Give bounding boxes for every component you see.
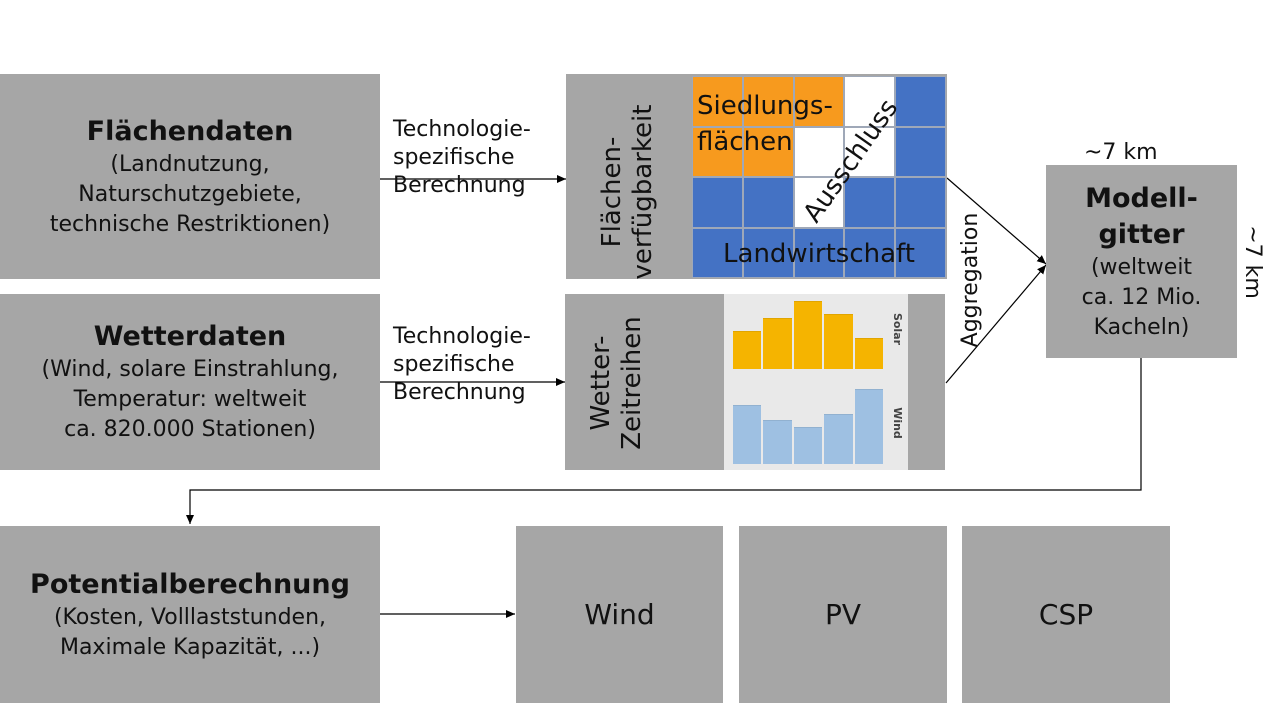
grid-cell [844, 76, 896, 127]
wind-bar [763, 419, 792, 464]
output-wind-label: Wind [584, 598, 655, 631]
vlabel-line: Flächen- [597, 136, 627, 248]
grid-cell [895, 177, 946, 228]
arrow-label-line: Berechnung [393, 380, 526, 405]
arrow-label-line: spezifische [393, 352, 515, 377]
modellgitter-box: Modell- gitter (weltweit ca. 12 Mio. Kac… [1046, 165, 1237, 358]
grid-cell [793, 76, 845, 127]
landwirtschaft-label: Landwirtschaft [723, 239, 915, 269]
solar-series-label: Solar [891, 312, 904, 346]
dim-side: ~7 km [1240, 225, 1265, 299]
flaechenverfuegbarkeit-label: Flächen- verfügbarkeit [597, 92, 661, 292]
output-wind-box: Wind [516, 526, 723, 703]
grid-cell [895, 126, 946, 177]
siedlung-label: Siedlungs- flächen [697, 88, 833, 160]
solar-bar [824, 314, 853, 369]
grid-cell [742, 76, 794, 127]
grid-cell [793, 227, 845, 278]
flaechendaten-title: Flächendaten [86, 115, 294, 147]
wind-bar [793, 426, 823, 464]
flaechendaten-line: Naturschutzgebiete, [78, 181, 302, 207]
dim-top: ~7 km [1084, 140, 1158, 165]
arrow-aggregation-bottom [945, 264, 1047, 384]
arrow-label-line: Berechnung [393, 173, 526, 198]
grid-cell [895, 76, 946, 127]
land-availability-grid [692, 76, 946, 278]
arrow-label-line: spezifische [393, 145, 515, 170]
output-csp-label: CSP [1038, 598, 1094, 631]
wind-bars [732, 387, 884, 464]
arrow-label-top: Technologie- spezifische Berechnung [393, 116, 531, 200]
modellgitter-line: ca. 12 Mio. [1081, 284, 1202, 310]
flaechenverfuegbarkeit-panel: Flächen- verfügbarkeit Siedlungs- fläche… [566, 74, 947, 279]
arrow-label-line: Technologie- [393, 324, 531, 349]
potential-line: Maximale Kapazität, ...) [59, 634, 321, 660]
modellgitter-line: Kacheln) [1093, 314, 1190, 340]
arrow-label-bottom: Technologie- spezifische Berechnung [393, 323, 531, 407]
modellgitter-line: (weltweit [1090, 254, 1193, 280]
vlabel-line: verfügbarkeit [628, 104, 658, 280]
flaechendaten-box: Flächendaten (Landnutzung, Naturschutzge… [0, 74, 380, 279]
wetterdaten-line: ca. 820.000 Stationen) [64, 417, 316, 442]
wetterzeitreihen-panel: Wetter- Zeitreihen Solar Wind [565, 294, 945, 470]
grid-cell [692, 227, 743, 278]
arrow-label-line: Technologie- [393, 117, 531, 142]
solar-bars [732, 301, 884, 369]
grid-cell [692, 177, 743, 228]
modellgitter-title: gitter [1098, 218, 1185, 250]
wetterdaten-box: Wetterdaten (Wind, solare Einstrahlung, … [0, 294, 380, 470]
vlabel-line: Wetter- [586, 335, 616, 431]
solar-bar [793, 301, 823, 369]
aggregation-label: Aggregation [958, 212, 983, 348]
potential-title: Potentialberechnung [30, 568, 350, 600]
flaechendaten-line: technische Restriktionen) [49, 211, 331, 237]
wind-bar [854, 389, 883, 464]
arrow-grid-to-potential [186, 358, 1142, 524]
grid-cell [742, 126, 794, 177]
grid-cell [895, 227, 946, 278]
weather-chart: Solar Wind [724, 294, 908, 470]
grid-cell [692, 76, 743, 127]
potential-box: Potentialberechnung (Kosten, Volllaststu… [0, 526, 380, 703]
wind-bar [733, 405, 762, 464]
wetterdaten-line: (Wind, solare Einstrahlung, [41, 357, 339, 382]
grid-cell [742, 227, 794, 278]
output-csp-box: CSP [962, 526, 1170, 703]
grid-cell [692, 126, 743, 177]
solar-bar [733, 331, 762, 369]
wetterdaten-title: Wetterdaten [93, 321, 287, 352]
wind-bar [824, 413, 853, 464]
modellgitter-title: Modell- [1085, 182, 1198, 214]
grid-cell [844, 126, 896, 177]
potential-line: (Kosten, Volllaststunden, [53, 604, 327, 630]
grid-cell [844, 227, 896, 278]
grid-cell [742, 177, 794, 228]
output-pv-label: PV [824, 598, 862, 631]
solar-bar [854, 337, 883, 369]
siedlung-line: flächen [697, 127, 793, 157]
wetterzeitreihen-label: Wetter- Zeitreihen [586, 308, 650, 458]
siedlung-line: Siedlungs- [697, 91, 833, 121]
output-pv-box: PV [739, 526, 947, 703]
solar-bar [763, 317, 792, 369]
vlabel-line: Zeitreihen [617, 316, 647, 450]
flaechendaten-line: (Landnutzung, [110, 151, 270, 177]
grid-cell [844, 177, 896, 228]
wetterdaten-line: Temperatur: weltweit [73, 387, 307, 412]
grid-cell [793, 177, 845, 228]
grid-cell [793, 126, 845, 177]
wind-series-label: Wind [891, 407, 904, 439]
arrow-aggregation-top [946, 177, 1047, 265]
